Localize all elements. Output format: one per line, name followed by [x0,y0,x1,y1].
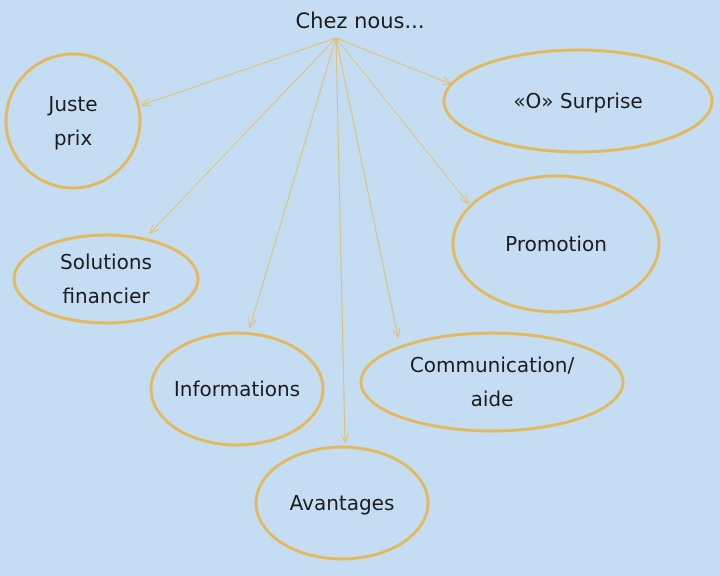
arrow-to-communication-aide [335,37,398,337]
node-label-communication-aide-line-2: aide [471,387,514,411]
node-solutions-financier: Solutions financier [12,233,200,325]
node-label-solutions-financier-line-1: Solutions [60,250,152,274]
node-communication-aide: Communication/aide [359,331,625,433]
node-label-o-surprise-line-1: «O» Surprise [513,89,642,113]
node-avantages: Avantages [254,445,430,561]
node-o-surprise: «O» Surprise [442,48,714,154]
node-ellipse-juste-prix [4,52,142,190]
node-ellipse-communication-aide [359,331,625,433]
node-label-promotion-line-1: Promotion [505,232,607,256]
node-label-juste-prix-line-1: Juste [46,92,97,116]
node-ellipse-o-surprise [442,48,714,154]
root-label: Chez nous... [295,9,424,33]
arrow-to-promotion [335,37,468,203]
node-ellipse-solutions-financier [12,233,200,325]
arrow-to-solutions-financier [150,37,337,233]
node-label-avantages-line-1: Avantages [290,491,395,515]
node-label-solutions-financier-line-2: financier [62,284,150,308]
node-informations: Informations [149,331,325,447]
node-label-juste-prix-line-2: prix [54,126,92,150]
arrow-to-juste-prix [142,37,337,105]
node-label-communication-aide-line-1: Communication/ [410,353,575,377]
arrow-to-informations [250,37,337,327]
node-promotion: Promotion [451,174,661,314]
node-ellipse-promotion [451,174,661,314]
connector-arrows [142,37,468,442]
node-ellipse-avantages [254,445,430,561]
node-juste-prix: Juste prix [4,52,142,190]
node-ellipse-informations [149,331,325,447]
node-label-informations-line-1: Informations [174,377,300,401]
arrow-to-avantages [335,37,345,442]
arrow-to-o-surprise [335,37,451,84]
